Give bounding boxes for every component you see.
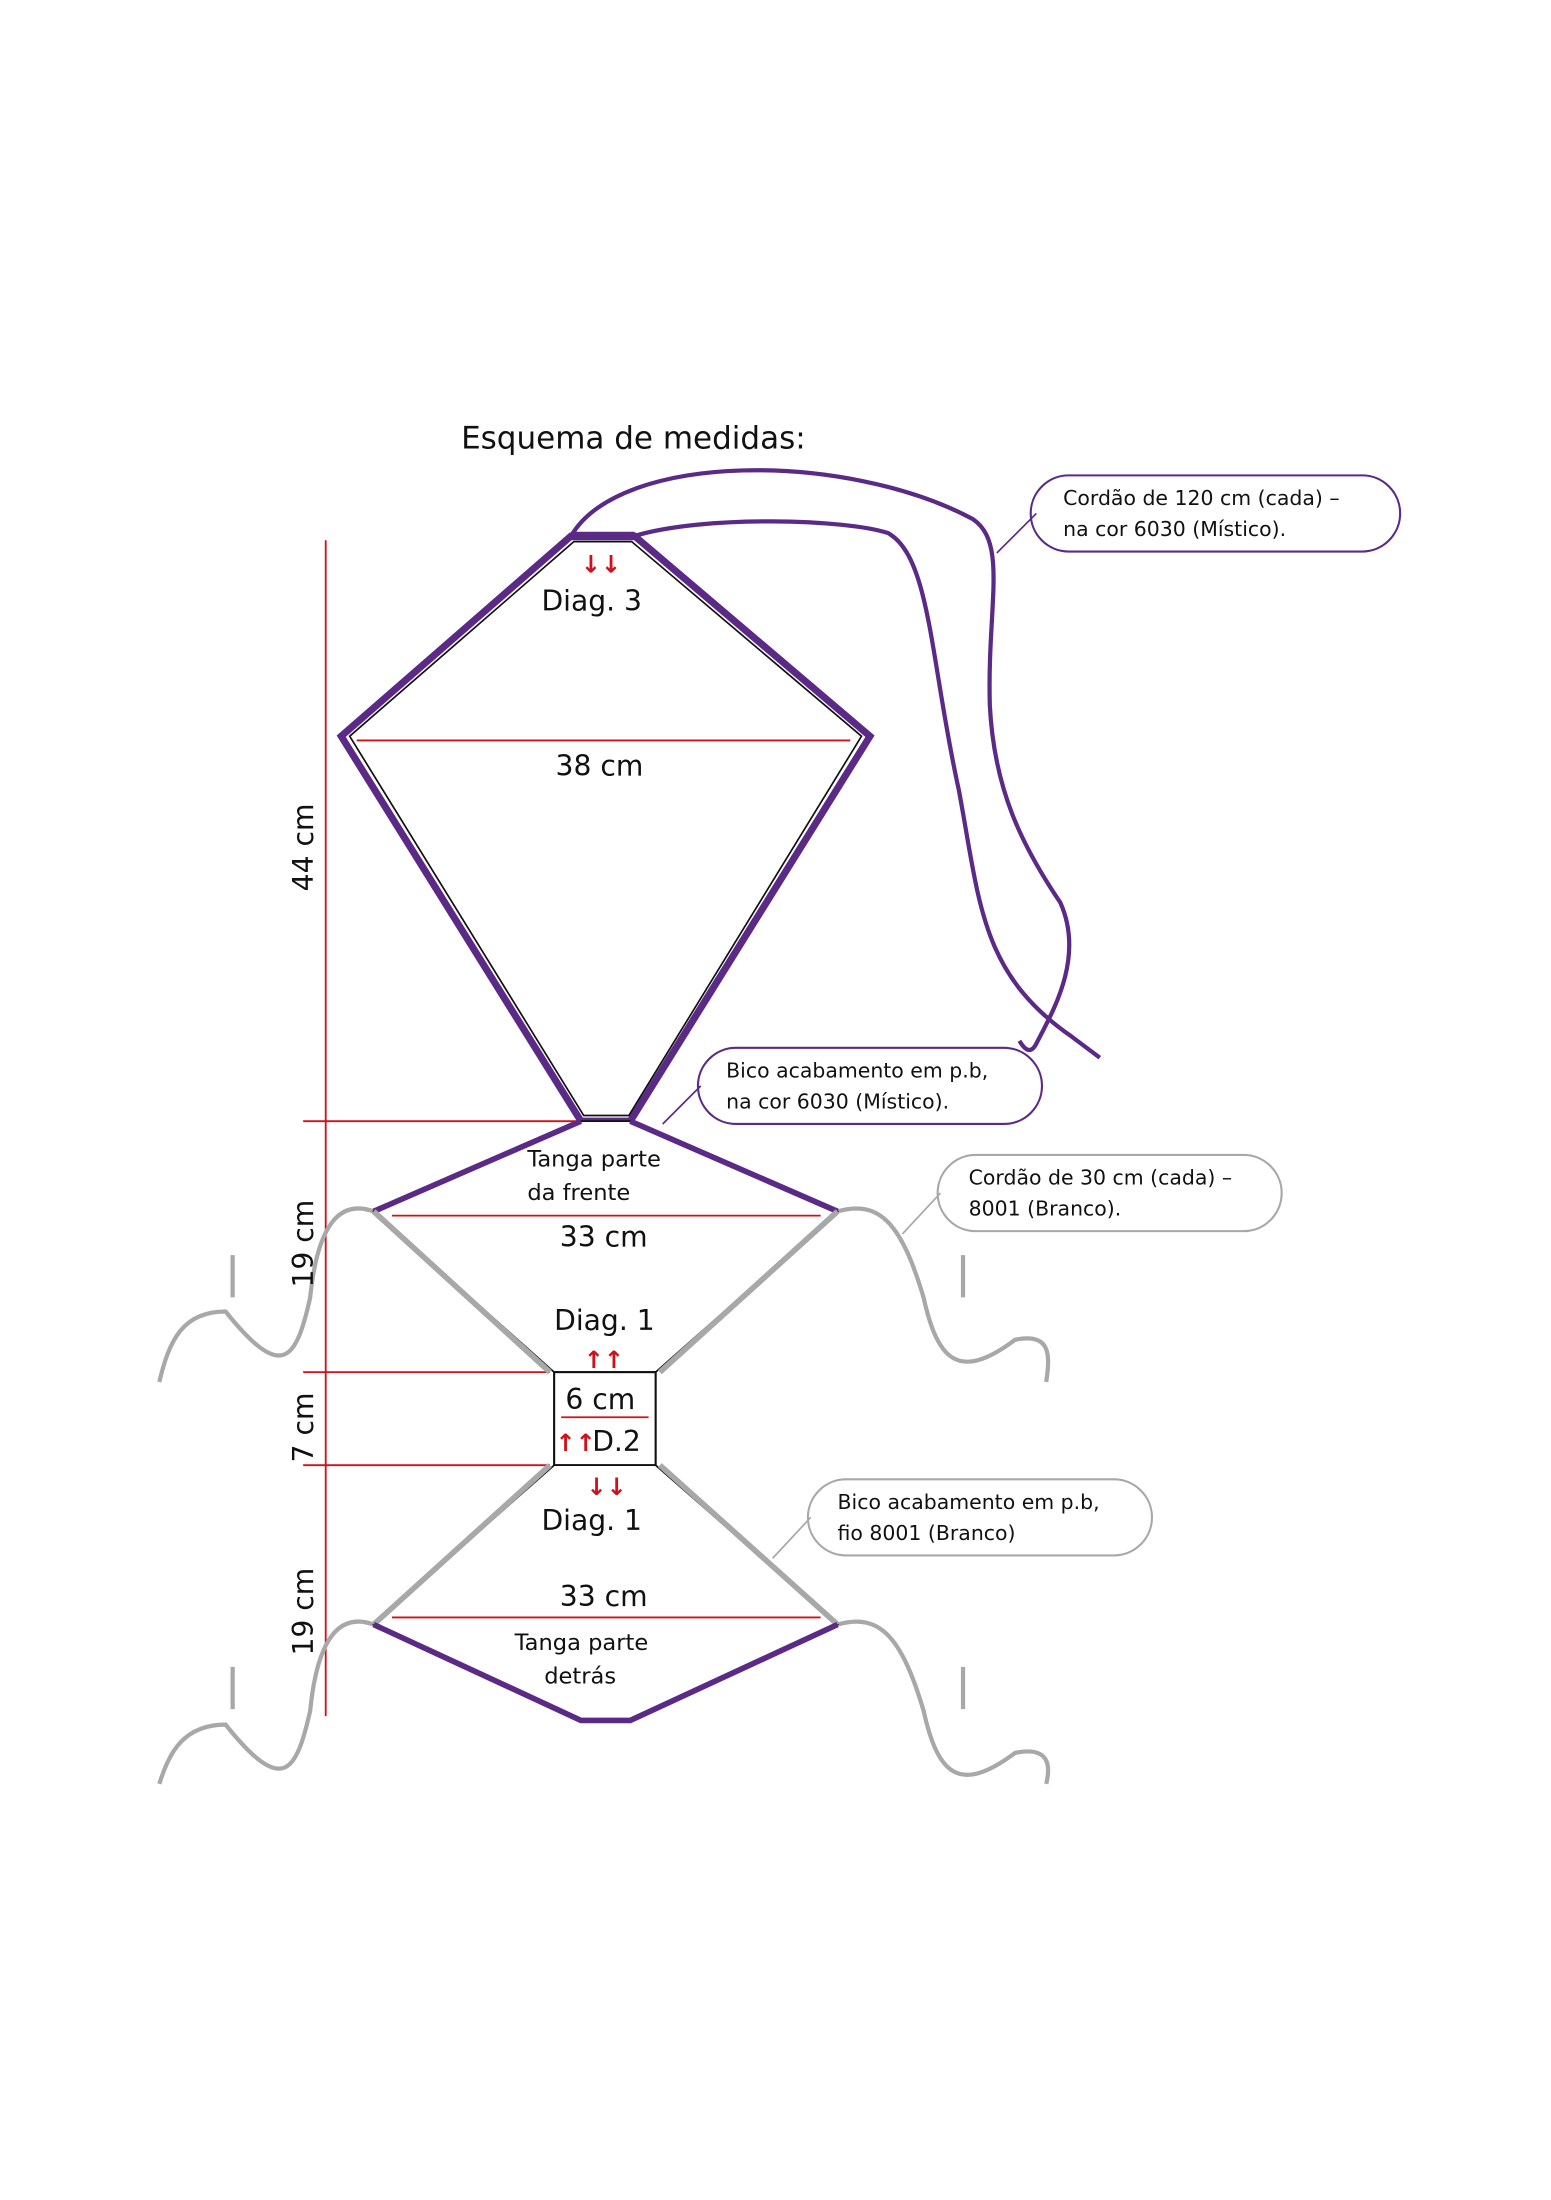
- callout-2-line1: Bico acabamento em p.b,: [726, 1058, 988, 1082]
- center-diag-label: D.2: [592, 1425, 641, 1458]
- diag1-lower-label: Diag. 1: [541, 1504, 642, 1537]
- center-height-label: 7 cm: [287, 1393, 320, 1463]
- cord-30-front-left: [157, 1206, 375, 1383]
- back-height-label: 19 cm: [287, 1568, 320, 1656]
- cord-120-left: [569, 468, 1072, 1053]
- arrows-down-diag3: ↓↓: [581, 551, 621, 579]
- center-width-label: 6 cm: [565, 1383, 635, 1416]
- cord-30-back-left: [157, 1619, 375, 1785]
- diagram-title: Esquema de medidas:: [461, 421, 806, 457]
- gray-cords: [157, 1206, 1051, 1785]
- callout-cord-120: Cordão de 120 cm (cada) – na cor 6030 (M…: [996, 474, 1402, 554]
- front-piece: [371, 1118, 840, 1375]
- purple-cords: [569, 468, 1102, 1060]
- height-top-label: 44 cm: [287, 804, 320, 892]
- back-piece: [371, 1463, 840, 1724]
- front-width-label: 33 cm: [560, 1221, 648, 1254]
- cord-120-right: [633, 519, 1102, 1060]
- cord-30-back-right: [836, 1619, 1051, 1785]
- center-piece: [553, 1371, 657, 1467]
- callout-1-line1: Cordão de 120 cm (cada) –: [1063, 486, 1339, 510]
- front-name-line1: Tanga parte: [526, 1146, 661, 1172]
- arrows-up-diag1: ↑↑: [584, 1346, 624, 1374]
- back-name-line2: detrás: [544, 1664, 616, 1690]
- callout-2-line2: na cor 6030 (Místico).: [726, 1089, 949, 1113]
- arrows-up-d2: ↑↑: [556, 1429, 596, 1457]
- width-top-label: 38 cm: [556, 750, 644, 783]
- cord-30-front-right: [836, 1206, 1051, 1383]
- callout-bico-purple: Bico acabamento em p.b, na cor 6030 (Mís…: [662, 1046, 1044, 1126]
- callout-4-line2: fio 8001 (Branco): [838, 1521, 1016, 1545]
- arrows-down-diag1: ↓↓: [587, 1473, 627, 1501]
- callout-cord-30: Cordão de 30 cm (cada) – 8001 (Branco).: [901, 1153, 1283, 1235]
- diag1-upper-label: Diag. 1: [554, 1304, 655, 1337]
- top-piece: [336, 531, 875, 1125]
- diag3-label: Diag. 3: [541, 585, 642, 618]
- front-height-label: 19 cm: [287, 1200, 320, 1288]
- callout-bico-white: Bico acabamento em p.b, fio 8001 (Branco…: [772, 1478, 1154, 1559]
- callout-3-line2: 8001 (Branco).: [969, 1197, 1122, 1221]
- back-width-label: 33 cm: [560, 1580, 648, 1613]
- callout-4-line1: Bico acabamento em p.b,: [838, 1490, 1100, 1514]
- callout-3-line1: Cordão de 30 cm (cada) –: [969, 1166, 1232, 1190]
- front-name-line2: da frente: [527, 1180, 630, 1206]
- callout-1-line2: na cor 6030 (Místico).: [1063, 517, 1286, 541]
- back-name-line1: Tanga parte: [514, 1630, 649, 1656]
